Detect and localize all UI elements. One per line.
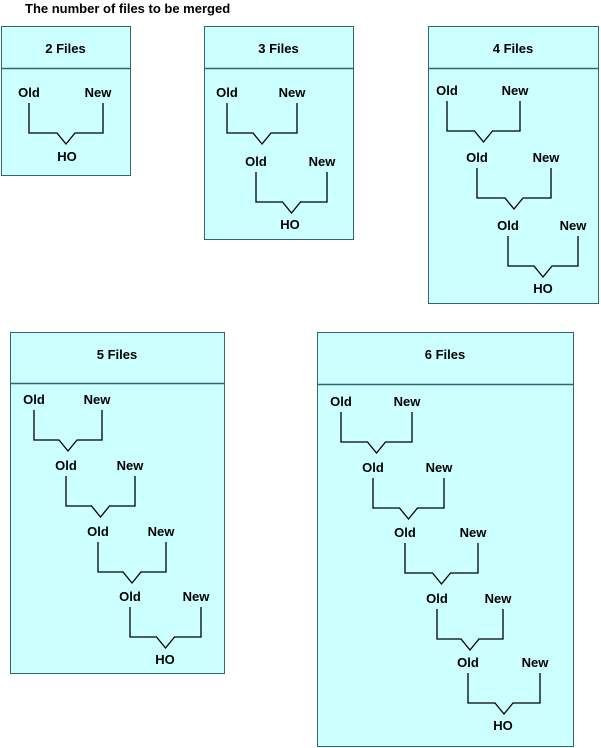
merge-step: Old New: [497, 218, 588, 279]
ho-label: HO: [155, 652, 175, 667]
old-label: Old: [23, 392, 45, 407]
new-label: New: [522, 655, 550, 670]
merge-step: Old New: [362, 460, 454, 521]
new-label: New: [502, 83, 530, 98]
merge-step: Old New: [216, 85, 307, 146]
panel-title: 3 Files: [258, 41, 298, 56]
old-label: Old: [119, 589, 141, 604]
merge-bracket: [226, 103, 298, 146]
merge-bracket: [340, 412, 413, 455]
old-label: Old: [18, 85, 40, 100]
new-label: New: [533, 150, 561, 165]
panel-box: [10, 332, 225, 674]
new-label: New: [183, 589, 211, 604]
merge-bracket: [436, 609, 504, 652]
merge-bracket: [446, 101, 521, 144]
merge-step: Old New: [18, 85, 113, 146]
diagram-title: The number of files to be merged: [25, 1, 230, 16]
ho-label: HO: [493, 718, 513, 733]
merge-bracket: [28, 103, 104, 146]
merge-bracket: [507, 236, 579, 279]
old-label: Old: [426, 591, 448, 606]
old-label: Old: [394, 525, 416, 540]
new-label: New: [84, 392, 112, 407]
old-label: Old: [436, 83, 458, 98]
merge-step: Old New: [466, 150, 561, 211]
old-label: Old: [216, 85, 238, 100]
merge-bracket: [33, 410, 103, 453]
merge-step: Old New: [55, 458, 145, 519]
panel-title: 4 Files: [493, 41, 533, 56]
new-label: New: [85, 85, 113, 100]
merge-step: Old New: [330, 394, 422, 455]
new-label: New: [394, 394, 422, 409]
old-label: Old: [55, 458, 77, 473]
new-label: New: [460, 525, 488, 540]
merge-step: Old New: [436, 83, 530, 144]
merge-bracket: [476, 168, 552, 211]
old-label: Old: [362, 460, 384, 475]
merge-bracket: [97, 542, 167, 585]
new-label: New: [485, 591, 513, 606]
merge-bracket: [467, 673, 541, 716]
old-label: Old: [457, 655, 479, 670]
merge-step: Old New: [119, 589, 211, 650]
merge-step: Old New: [394, 525, 488, 586]
panel-title: 5 Files: [97, 347, 137, 362]
new-label: New: [560, 218, 588, 233]
merge-step: Old New: [23, 392, 112, 453]
merge-step: Old New: [87, 524, 176, 585]
new-label: New: [117, 458, 145, 473]
merge-bracket: [65, 476, 136, 519]
new-label: New: [426, 460, 454, 475]
new-label: New: [309, 154, 337, 169]
merge-step: Old New: [457, 655, 550, 716]
ho-label: HO: [57, 149, 77, 164]
panel-box: [317, 332, 574, 747]
old-label: Old: [497, 218, 519, 233]
ho-label: HO: [280, 217, 300, 232]
panel-box: [428, 26, 599, 304]
old-label: Old: [466, 150, 488, 165]
panel-title: 2 Files: [45, 41, 85, 56]
old-label: Old: [245, 154, 267, 169]
old-label: Old: [87, 524, 109, 539]
new-label: New: [279, 85, 307, 100]
merge-bracket: [129, 607, 202, 650]
merge-step: Old New: [245, 154, 337, 215]
panel-box: [1, 26, 131, 176]
panel-title: 6 Files: [425, 347, 465, 362]
merge-bracket: [372, 478, 445, 521]
merge-bracket: [255, 172, 328, 215]
ho-label: HO: [533, 281, 553, 296]
old-label: Old: [330, 394, 352, 409]
new-label: New: [148, 524, 176, 539]
merge-step: Old New: [426, 591, 513, 652]
merge-bracket: [404, 543, 479, 586]
